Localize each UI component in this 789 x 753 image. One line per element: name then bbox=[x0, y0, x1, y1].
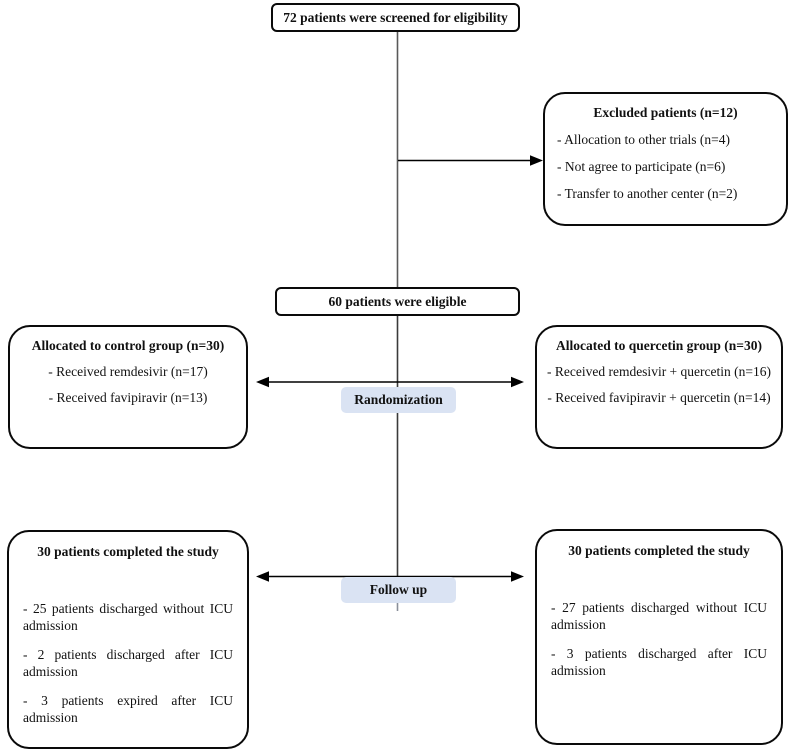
quercetin-group-item: - Received favipiravir + quercetin (n=14… bbox=[547, 390, 771, 405]
quercetin-group-title: Allocated to quercetin group (n=30) bbox=[556, 338, 762, 353]
screened-box: 72 patients were screened for eligibilit… bbox=[271, 3, 520, 32]
excluded-item: - Allocation to other trials (n=4) bbox=[557, 132, 730, 147]
arrowhead-followup-left bbox=[256, 571, 269, 582]
control-outcome-item: - 2 patients discharged after ICU admiss… bbox=[23, 647, 233, 679]
quercetin-outcome-item: - 27 patients discharged without ICU adm… bbox=[551, 600, 767, 632]
followup-stage-label: Follow up bbox=[341, 577, 456, 603]
quercetin-outcome-item: - 3 patients discharged after ICU admiss… bbox=[551, 646, 767, 678]
excluded-box-title: Excluded patients (n=12) bbox=[593, 105, 738, 120]
control-outcome-box: 30 patients completed the study - 25 pat… bbox=[7, 530, 249, 749]
control-outcome-title: 30 patients completed the study bbox=[37, 544, 219, 559]
excluded-item: - Not agree to participate (n=6) bbox=[557, 159, 726, 174]
control-group-title: Allocated to control group (n=30) bbox=[31, 338, 225, 353]
quercetin-outcome-title: 30 patients completed the study bbox=[568, 543, 750, 558]
quercetin-outcome-box: 30 patients completed the study - 27 pat… bbox=[535, 529, 783, 745]
control-outcome-item: - 25 patients discharged without ICU adm… bbox=[23, 601, 233, 633]
control-group-item: - Received remdesivir (n=17) bbox=[48, 364, 208, 379]
arrowhead-randomization-right bbox=[511, 376, 524, 388]
control-group-box: Allocated to control group (n=30) - Rece… bbox=[8, 325, 248, 449]
excluded-box: Excluded patients (n=12) - Allocation to… bbox=[543, 92, 788, 226]
quercetin-group-box: Allocated to quercetin group (n=30) - Re… bbox=[535, 325, 783, 449]
arrowhead-followup-right bbox=[511, 571, 524, 582]
eligible-box: 60 patients were eligible bbox=[275, 287, 520, 316]
randomization-stage-label: Randomization bbox=[341, 387, 456, 413]
control-group-item: - Received favipiravir (n=13) bbox=[48, 390, 208, 405]
arrowhead-randomization-left bbox=[256, 376, 269, 388]
arrowhead-excluded bbox=[530, 155, 543, 166]
excluded-item: - Transfer to another center (n=2) bbox=[557, 186, 738, 201]
quercetin-group-item: - Received remdesivir + quercetin (n=16) bbox=[546, 364, 771, 379]
control-outcome-item: - 3 patients expired after ICU admission bbox=[23, 693, 233, 725]
